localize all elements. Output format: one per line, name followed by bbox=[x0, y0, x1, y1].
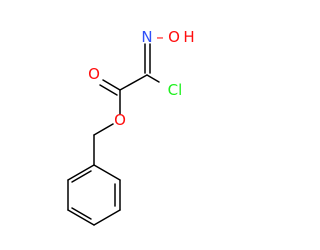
oxime-nitrogen-label: N bbox=[141, 28, 152, 46]
structure-diagram: N – O H Cl O O bbox=[67, 28, 195, 226]
ring-bond-3 bbox=[93, 209, 121, 226]
ring-inner-bond-3 bbox=[71, 170, 92, 183]
carbonyl-oxygen-label: O bbox=[88, 65, 100, 83]
bond-c-o-double-1 bbox=[102, 79, 121, 91]
hydroxyl-oxygen-label: O bbox=[168, 28, 180, 46]
hydroxyl-bond-label: – bbox=[156, 28, 164, 46]
ring-inner-bond-2 bbox=[71, 207, 92, 220]
ring-bond-6 bbox=[67, 164, 95, 181]
bond-o-ch2 bbox=[93, 123, 114, 136]
chlorine-label: Cl bbox=[168, 81, 183, 99]
atom-labels: N – O H Cl O O bbox=[88, 28, 195, 129]
hydroxyl-hydrogen-label: H bbox=[183, 28, 194, 46]
bond-c-cl bbox=[146, 74, 160, 83]
ring-bond-4 bbox=[67, 209, 95, 226]
ester-oxygen-label: O bbox=[114, 111, 126, 129]
bond-lines bbox=[67, 43, 160, 226]
bond-c-o-double-2 bbox=[99, 84, 118, 96]
bond-c-c bbox=[119, 74, 148, 91]
ring-bond-1 bbox=[93, 164, 121, 181]
